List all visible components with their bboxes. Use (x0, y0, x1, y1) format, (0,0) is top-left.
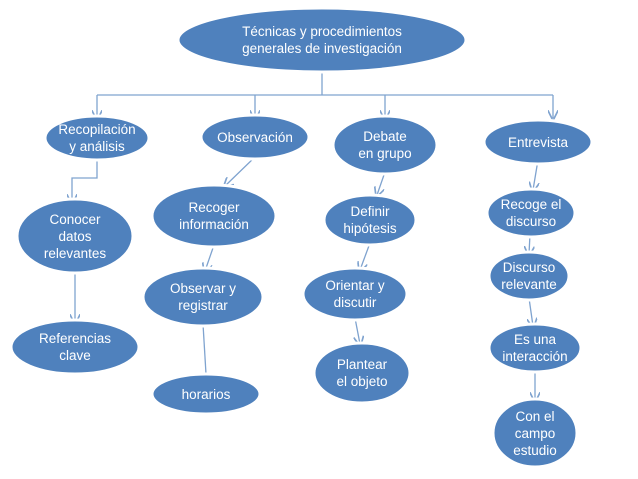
node-orientar (301, 266, 409, 322)
node-recoger-info (150, 183, 278, 249)
node-entrevista (482, 118, 594, 166)
recoger-info-label: Recoger información (179, 200, 249, 232)
horarios-label: horarios (181, 386, 231, 402)
connector-orientar-plantear (355, 317, 360, 344)
observar-label: Observar y registrar (169, 281, 237, 313)
connector-observar-horarios (202, 323, 207, 375)
category-debate-label: Debate en grupo (358, 129, 412, 161)
node-con-el-campo (491, 397, 579, 469)
conocer-datos-label: Conocer datos relevantes (43, 211, 107, 261)
node-debate (331, 114, 439, 176)
node-conocer-datos (15, 197, 135, 275)
node-es-una (487, 322, 583, 374)
connector-observacion-recoger (225, 156, 256, 186)
connector-definir-orientar (360, 242, 371, 270)
category-observacion-label: Observación (217, 129, 293, 145)
category-entrevista-label: Entrevista (507, 134, 569, 150)
category-recopilacion-label: Recopilación y análisis (58, 122, 136, 154)
node-recopilacion (43, 114, 151, 162)
connectors (72, 69, 553, 400)
nodes (9, 6, 594, 469)
recoge-discurso-label: Recoge el discurso (500, 197, 562, 229)
node-horarios (150, 372, 262, 416)
es-una-label: Es una interacción (502, 332, 568, 364)
orientar-label: Orientar y discutir (325, 278, 385, 310)
connector-discurso-es-una (529, 297, 533, 326)
discurso-relevante-label: Discurso relevante (501, 260, 557, 292)
node-recoge-discurso (485, 187, 577, 239)
node-observar (141, 266, 265, 328)
plantear-label: Plantear el objeto (336, 357, 388, 389)
root-label: Técnicas y procedimientos generales de i… (242, 24, 402, 56)
node-observacion (199, 113, 311, 161)
node-definir (322, 193, 418, 247)
connector-debate-definir (377, 171, 386, 195)
connector-recopilacion-conocer (72, 160, 98, 202)
con-el-campo-label: Con el campo estudio (513, 408, 557, 458)
referencias-label: Referencias clave (38, 331, 112, 363)
definir-label: Definir hipótesis (343, 204, 397, 236)
node-plantear (312, 341, 412, 405)
node-referencias (9, 318, 141, 376)
node-root (176, 6, 468, 74)
node-discurso-relevante (487, 250, 571, 302)
